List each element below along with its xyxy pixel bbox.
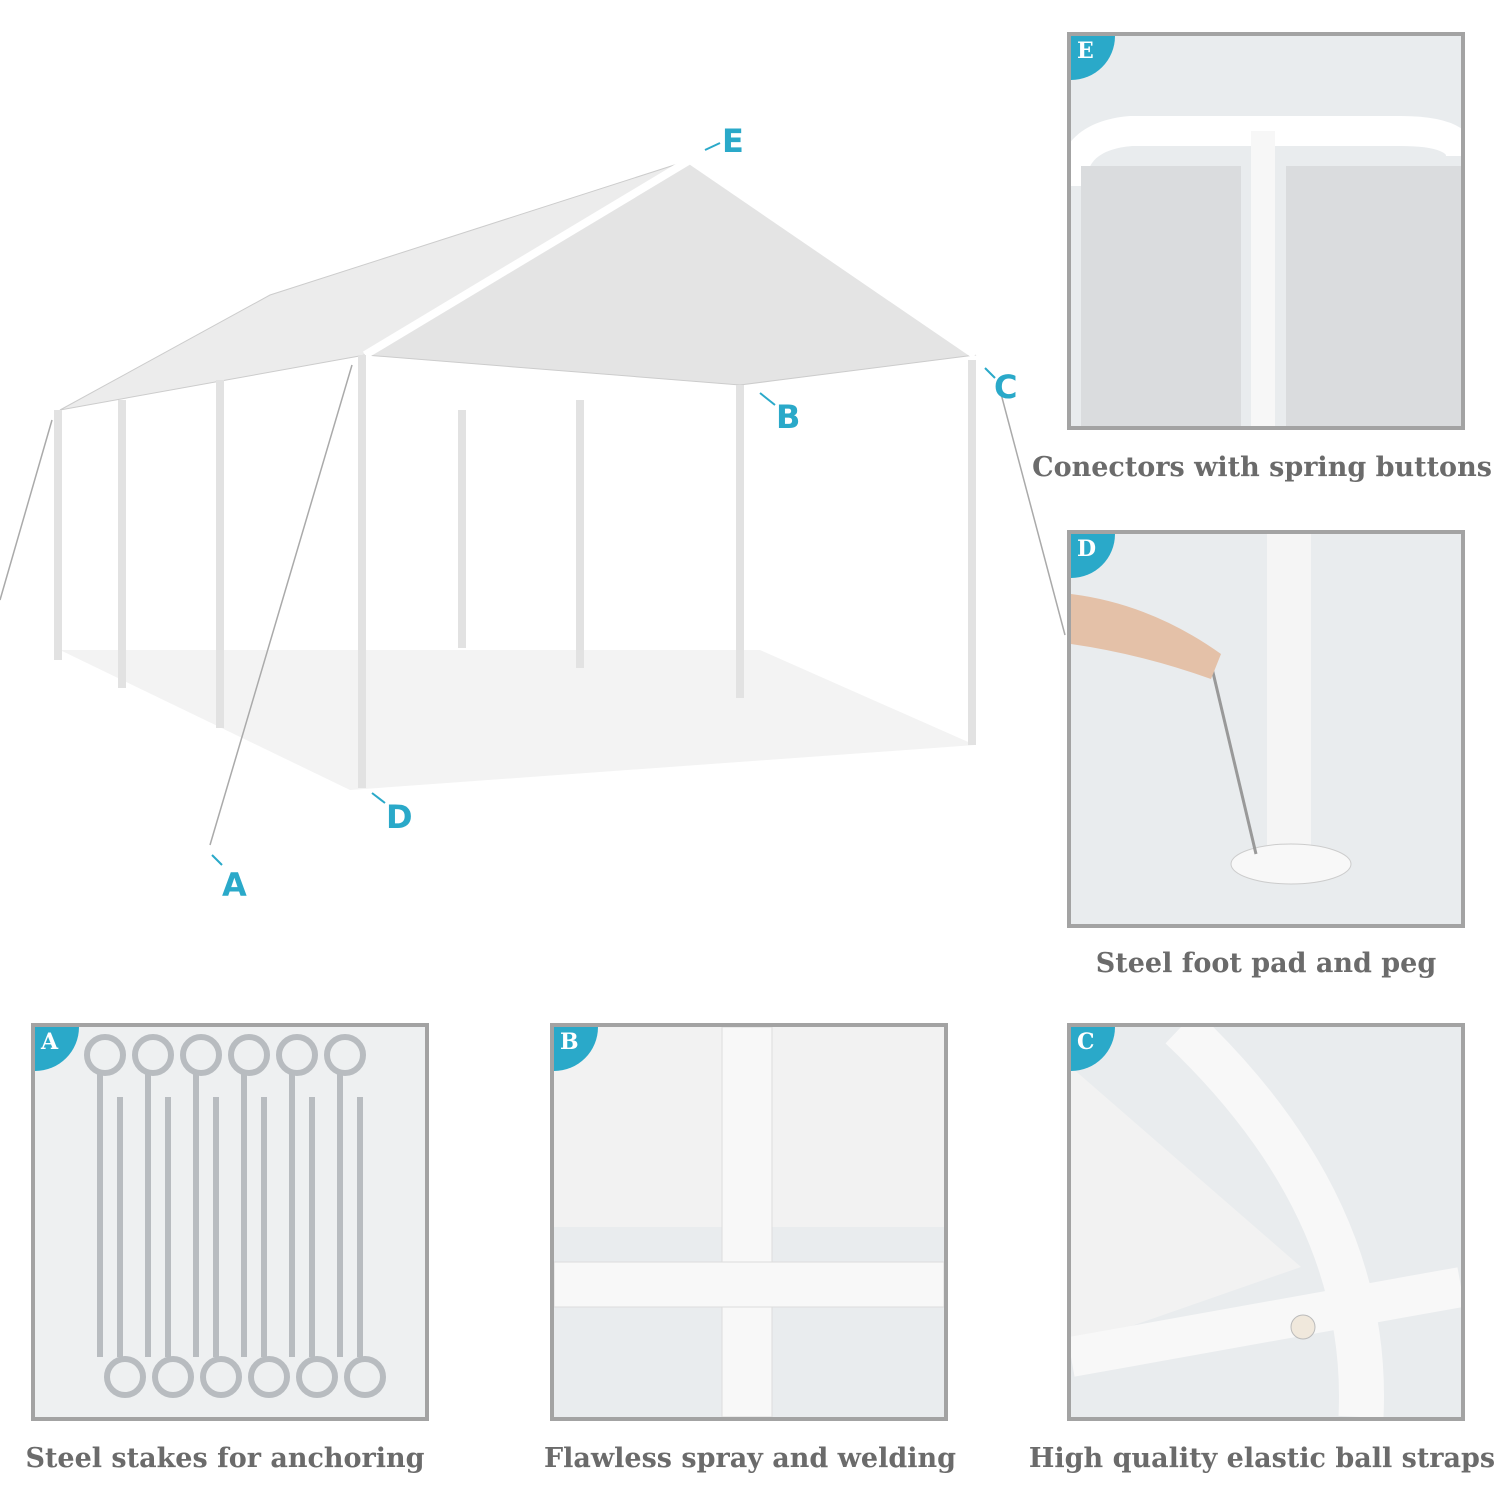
caption-stakes: Steel stakes for anchoring <box>25 1443 425 1474</box>
caption-connectors: Conectors with spring buttons <box>1032 452 1492 483</box>
tent-label-e: E <box>722 122 744 160</box>
panel-foot-pad: D <box>1067 530 1465 928</box>
panel-connectors: E <box>1067 32 1465 430</box>
tent-label-a: A <box>222 866 247 904</box>
carport-tent-illustration <box>0 142 1066 866</box>
caption-foot-pad: Steel foot pad and peg <box>1095 948 1437 979</box>
caption-welding: Flawless spray and welding <box>543 1443 956 1474</box>
caption-ball-straps: High quality elastic ball straps <box>1028 1443 1496 1474</box>
panel-stakes: A <box>31 1023 429 1421</box>
panel-welding: B <box>550 1023 948 1421</box>
tent-label-c: C <box>994 368 1018 406</box>
tent-label-d: D <box>386 798 413 836</box>
panel-ball-straps: C <box>1067 1023 1465 1421</box>
tent-label-b: B <box>776 398 801 436</box>
